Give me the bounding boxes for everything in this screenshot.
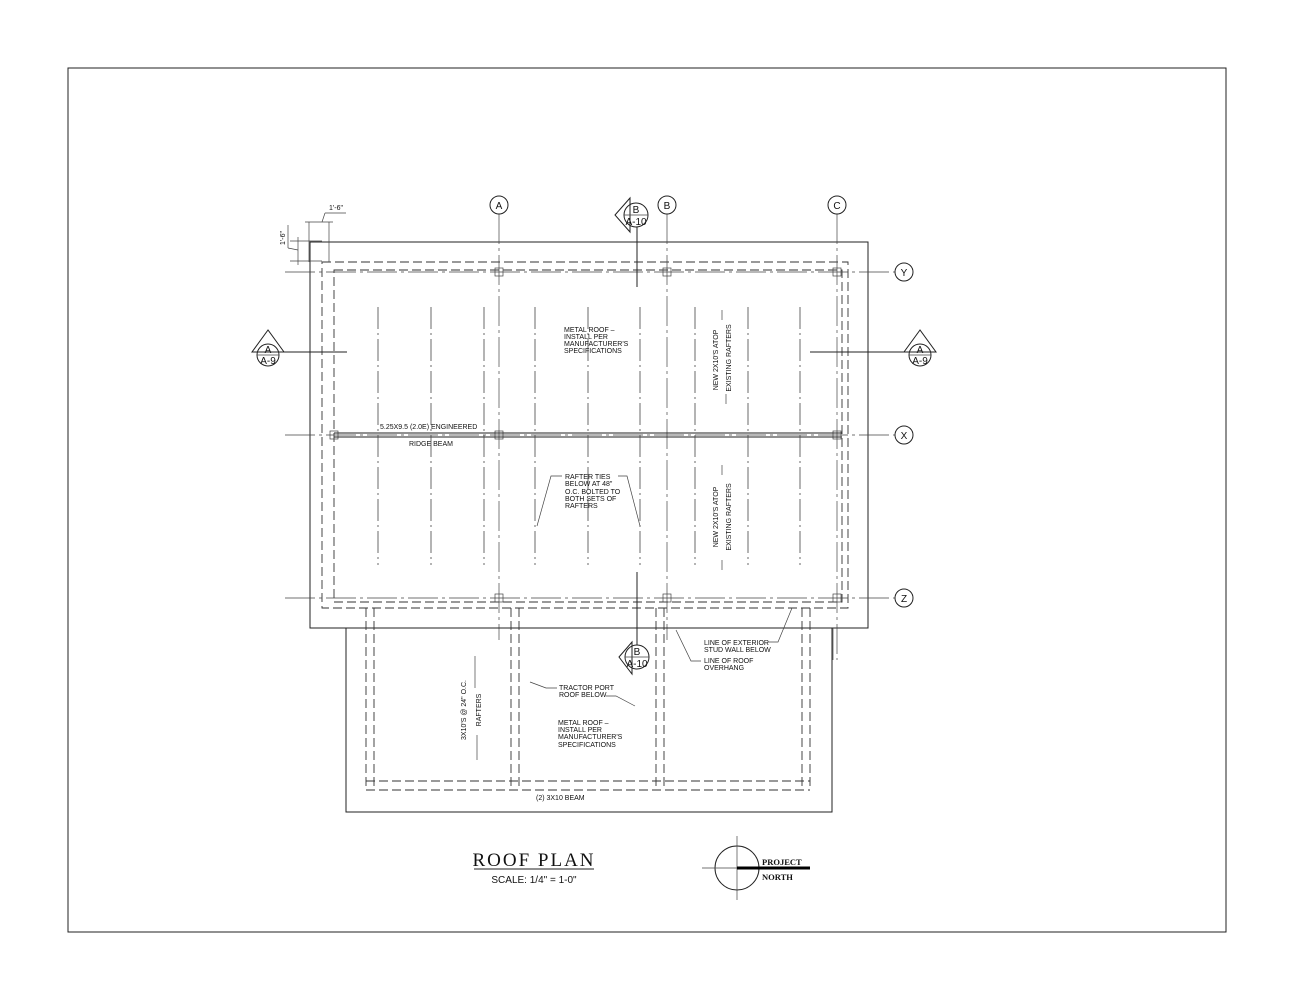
grid-bubble-y: Y — [894, 262, 914, 282]
svg-text:METAL ROOF –: METAL ROOF – — [564, 327, 615, 334]
svg-text:MANUFACTURER'S: MANUFACTURER'S — [564, 341, 629, 348]
svg-text:EXISTING RAFTERS: EXISTING RAFTERS — [726, 483, 733, 551]
svg-text:LINE OF EXTERIOR: LINE OF EXTERIOR — [704, 640, 769, 647]
note-new-rafters-lower: NEW 2X10'S ATOP EXISTING RAFTERS — [713, 465, 733, 570]
svg-text:NEW 2X10'S ATOP: NEW 2X10'S ATOP — [713, 329, 720, 390]
tractor-port-framing — [365, 608, 811, 791]
svg-text:INSTALL PER: INSTALL PER — [564, 334, 608, 341]
svg-text:A: A — [496, 201, 503, 212]
rafters — [377, 307, 801, 565]
svg-text:OVERHANG: OVERHANG — [704, 665, 744, 672]
grid-bubble-b: B — [657, 195, 677, 215]
north-label-2: NORTH — [762, 872, 793, 882]
svg-text:B: B — [664, 201, 671, 212]
svg-text:RIDGE BEAM: RIDGE BEAM — [409, 441, 453, 448]
grid-bubble-z: Z — [894, 588, 914, 608]
svg-text:STUD WALL BELOW: STUD WALL BELOW — [704, 647, 771, 654]
section-marker-right: A A-9 — [810, 329, 937, 367]
svg-text:A-10: A-10 — [626, 659, 648, 670]
svg-text:A: A — [265, 345, 272, 356]
exterior-wall-outer — [321, 261, 849, 609]
post-markers — [329, 267, 842, 603]
svg-text:SPECIFICATIONS: SPECIFICATIONS — [558, 742, 616, 749]
note-new-rafters-upper: NEW 2X10'S ATOP EXISTING RAFTERS — [713, 310, 733, 404]
svg-text:BELOW AT 48": BELOW AT 48" — [565, 481, 613, 488]
svg-text:3X10'S @ 24" O.C.: 3X10'S @ 24" O.C. — [461, 680, 468, 740]
svg-text:SPECIFICATIONS: SPECIFICATIONS — [564, 348, 622, 355]
grid-bubble-a: A — [489, 195, 509, 215]
svg-text:Y: Y — [901, 268, 908, 279]
section-marker-left: A A-9 — [251, 329, 347, 367]
svg-text:B: B — [634, 647, 641, 658]
grid-bubble-c: C — [827, 195, 847, 215]
svg-text:A: A — [917, 345, 924, 356]
svg-text:O.C. BOLTED TO: O.C. BOLTED TO — [565, 489, 621, 496]
svg-text:Z: Z — [901, 594, 907, 605]
svg-text:B: B — [633, 205, 640, 216]
svg-text:ROOF BELOW: ROOF BELOW — [559, 692, 607, 699]
note-metal-roof-port: METAL ROOF –INSTALL PER MANUFACTURER'SSP… — [558, 720, 623, 749]
drawing-title: ROOF PLAN — [472, 850, 595, 871]
note-port-rafters: 3X10'S @ 24" O.C. RAFTERS — [461, 656, 483, 760]
svg-text:RAFTER TIES: RAFTER TIES — [565, 474, 611, 481]
svg-text:A-10: A-10 — [625, 217, 647, 228]
dimension-vertical: 1'-6" — [280, 231, 287, 245]
svg-text:A-9: A-9 — [912, 356, 928, 367]
grid-bubble-x: X — [894, 425, 914, 445]
svg-text:RAFTERS: RAFTERS — [565, 503, 598, 510]
svg-text:X: X — [901, 431, 908, 442]
north-arrow-icon — [702, 836, 810, 900]
dimension-horizontal: 1'-6" — [329, 205, 343, 212]
svg-text:LINE OF ROOF: LINE OF ROOF — [704, 658, 753, 665]
note-ridge-beam: 5.25X9.5 (2.0E) ENGINEERED RIDGE BEAM — [380, 424, 477, 448]
section-marker-top: B A-10 — [614, 196, 649, 287]
svg-text:RAFTERS: RAFTERS — [476, 693, 483, 726]
svg-text:METAL ROOF –: METAL ROOF – — [558, 720, 609, 727]
sheet-border — [67, 67, 1227, 933]
svg-text:TRACTOR PORT: TRACTOR PORT — [559, 685, 615, 692]
svg-text:A-9: A-9 — [260, 356, 276, 367]
note-metal-roof-main: METAL ROOF –INSTALL PER MANUFACTURER'SSP… — [564, 327, 629, 355]
north-label-1: PROJECT — [762, 857, 802, 867]
tractor-port-outline — [345, 627, 833, 813]
svg-text:EXISTING RAFTERS: EXISTING RAFTERS — [726, 324, 733, 392]
svg-text:INSTALL PER: INSTALL PER — [558, 727, 602, 734]
exterior-wall-inner — [333, 269, 843, 603]
svg-text:C: C — [833, 201, 840, 212]
svg-text:NEW 2X10'S ATOP: NEW 2X10'S ATOP — [713, 486, 720, 547]
drawing-scale: SCALE: 1/4" = 1-0" — [491, 875, 577, 886]
svg-text:MANUFACTURER'S: MANUFACTURER'S — [558, 734, 623, 741]
svg-text:5.25X9.5 (2.0E) ENGINEERED: 5.25X9.5 (2.0E) ENGINEERED — [380, 424, 477, 431]
overhang-dimension — [287, 212, 346, 265]
section-marker-bottom: B A-10 — [618, 572, 650, 676]
svg-text:BOTH SETS OF: BOTH SETS OF — [565, 496, 616, 503]
note-beam: (2) 3X10 BEAM — [536, 795, 585, 802]
